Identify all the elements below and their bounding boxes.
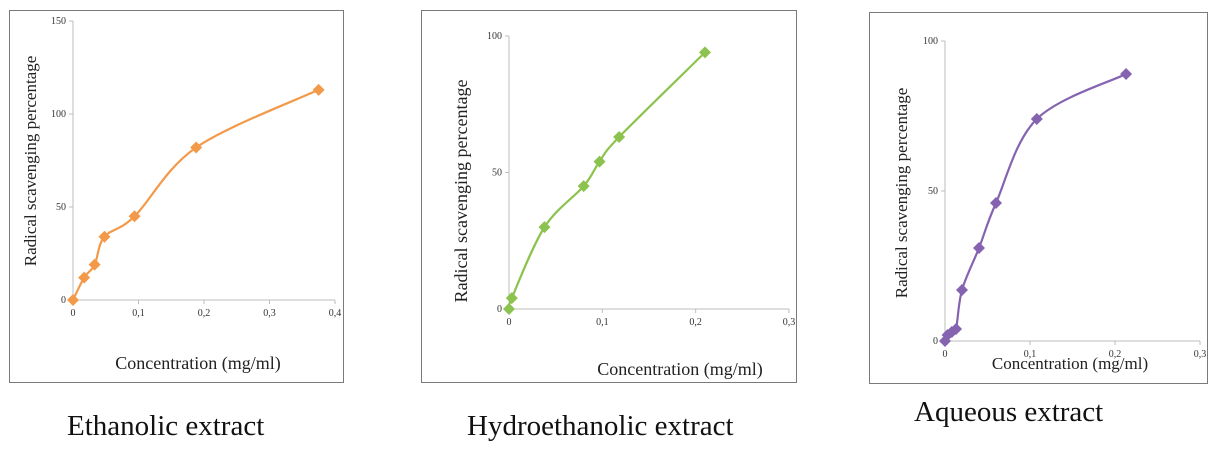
data-point-marker xyxy=(538,221,551,234)
x-tick-label: 0,2 xyxy=(1109,349,1122,360)
data-point-marker xyxy=(98,230,111,243)
x-tick-label: 0,1 xyxy=(596,317,609,328)
x-tick-label: 0,1 xyxy=(1024,349,1037,360)
y-axis-title: Radical scavenging percentage xyxy=(21,56,40,267)
y-axis-title: Radical scavenging percentage xyxy=(451,80,471,303)
x-tick-label: 0,2 xyxy=(689,317,702,328)
x-axis-title: Concentration (mg/ml) xyxy=(992,354,1148,373)
data-point-marker xyxy=(990,197,1002,209)
x-tick-label: 0,3 xyxy=(783,317,796,328)
data-point-marker xyxy=(67,294,79,306)
y-axis-title: Radical scavenging percentage xyxy=(892,88,911,299)
x-tick-label: 0 xyxy=(71,308,76,319)
data-point-marker xyxy=(973,242,985,254)
data-point-marker xyxy=(128,210,141,223)
data-point-marker xyxy=(88,258,101,271)
y-tick-label: 0 xyxy=(61,295,66,306)
series-line xyxy=(943,73,1127,342)
x-tick-label: 0,4 xyxy=(329,308,342,319)
data-point-marker xyxy=(577,180,590,193)
x-tick-label: 0,1 xyxy=(132,308,145,319)
data-point-marker xyxy=(312,83,325,96)
series-line xyxy=(72,88,320,301)
data-point-marker xyxy=(78,271,91,284)
y-tick-label: 100 xyxy=(923,36,938,47)
x-tick-label: 0 xyxy=(943,349,948,360)
data-point-marker xyxy=(593,155,606,168)
data-point-marker xyxy=(1030,113,1043,125)
y-tick-label: 0 xyxy=(497,304,502,315)
x-axis-title: Concentration (mg/ml) xyxy=(115,353,280,374)
x-tick-label: 0,2 xyxy=(198,308,211,319)
data-point-marker xyxy=(503,303,515,315)
y-tick-label: 100 xyxy=(51,109,66,120)
data-point-marker xyxy=(1120,68,1133,80)
caption-hydroethanolic: Hydroethanolic extract xyxy=(467,410,734,442)
y-tick-label: 100 xyxy=(487,31,502,42)
y-tick-label: 50 xyxy=(56,202,66,213)
data-point-marker xyxy=(950,323,963,335)
caption-aqueous: Aqueous extract xyxy=(914,396,1104,428)
y-tick-label: 150 xyxy=(51,16,66,27)
data-point-marker xyxy=(956,284,968,296)
data-point-marker xyxy=(190,141,203,154)
x-tick-label: 0,3 xyxy=(263,308,276,319)
caption-ethanolic: Ethanolic extract xyxy=(67,410,265,442)
y-tick-label: 50 xyxy=(492,168,502,179)
data-point-marker xyxy=(699,46,711,59)
y-tick-label: 0 xyxy=(933,336,938,347)
x-tick-label: 0 xyxy=(507,317,512,328)
y-tick-label: 50 xyxy=(928,186,938,197)
series-line xyxy=(507,51,706,310)
data-point-marker xyxy=(505,292,518,305)
data-point-marker xyxy=(613,131,626,144)
x-axis-title: Concentration (mg/ml) xyxy=(597,359,762,380)
x-tick-label: 0,3 xyxy=(1194,349,1207,360)
